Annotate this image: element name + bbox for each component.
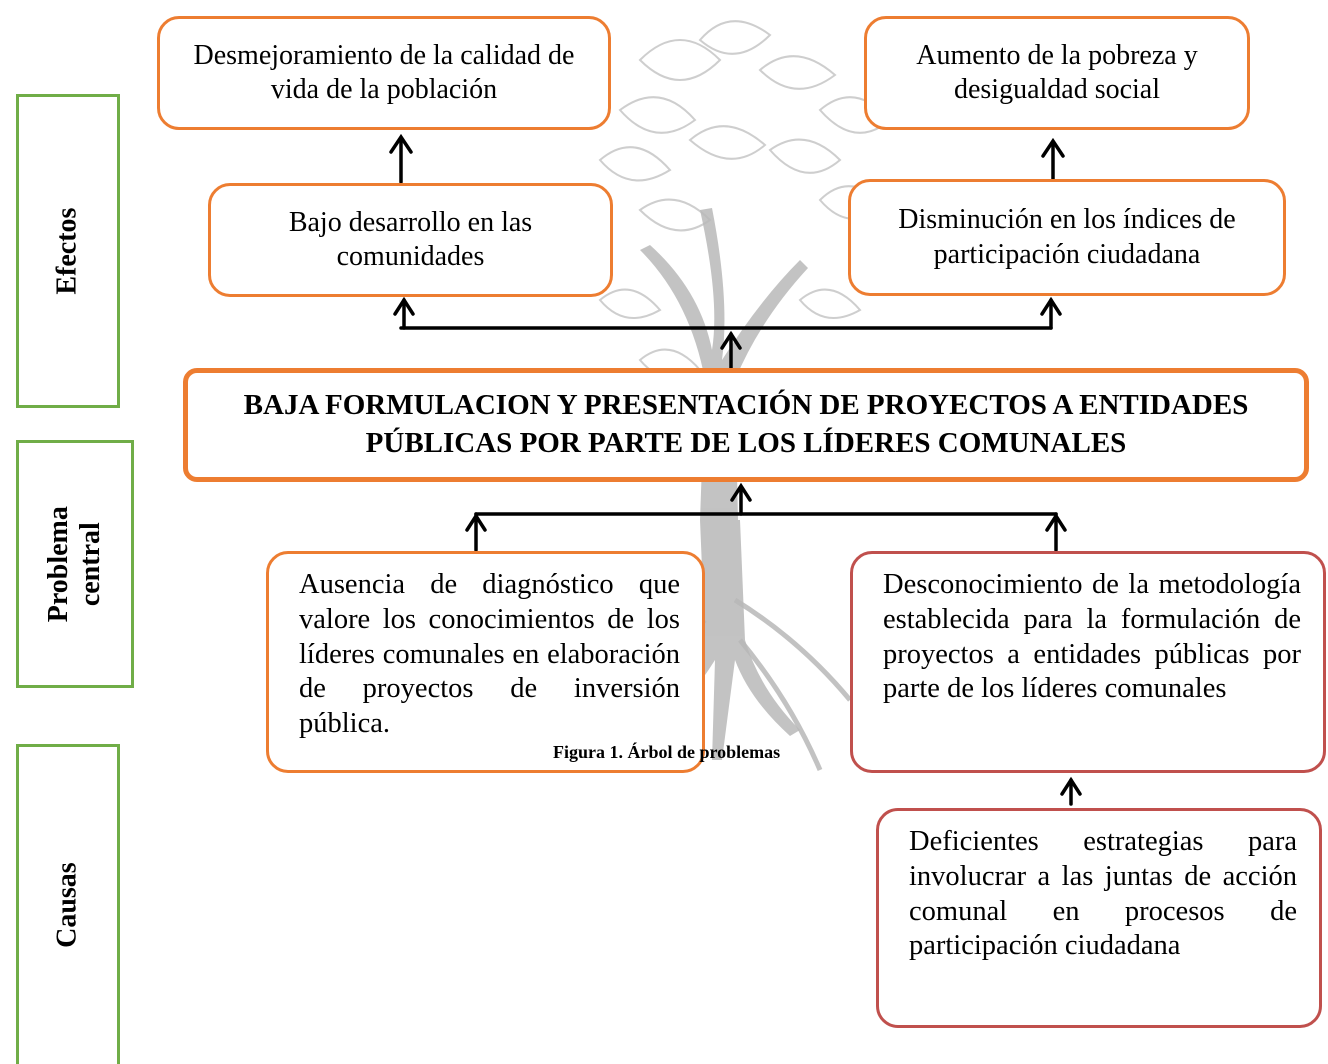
effect-top-right: Aumento de la pobreza y desigualdad soci…	[864, 16, 1250, 130]
cause-bottom-right-text: Deficientes estrategias para involucrar …	[909, 826, 1297, 962]
effect-top-right-text: Aumento de la pobreza y desigualdad soci…	[916, 39, 1198, 105]
figure-caption: Figura 1. Árbol de problemas	[553, 742, 781, 762]
central-problem-box: BAJA FORMULACION Y PRESENTACIÓN DE PROYE…	[183, 368, 1309, 482]
effect-mid-right-text: Disminución en los índices de participac…	[898, 204, 1236, 270]
causes-label-box: Causas	[16, 744, 120, 1064]
cause-right-text: Desconocimiento de la metodología establ…	[883, 569, 1301, 705]
central-problem-text: BAJA FORMULACION Y PRESENTACIÓN DE PROYE…	[243, 389, 1249, 459]
cause-right: Desconocimiento de la metodología establ…	[850, 551, 1326, 773]
effect-mid-left-text: Bajo desarrollo en las comunidades	[288, 206, 533, 272]
cause-left-text: Ausencia de diagnóstico que valore los c…	[299, 569, 680, 740]
cause-bottom-right: Deficientes estrategias para involucrar …	[876, 808, 1322, 1028]
effect-mid-right: Disminución en los índices de participac…	[848, 179, 1286, 296]
effects-label-box: Efectos	[16, 94, 120, 408]
central-problem-label-box: Problema central	[16, 440, 134, 688]
effect-top-left-text: Desmejoramiento de la calidad de vida de…	[193, 39, 575, 105]
cause-left: Ausencia de diagnóstico que valore los c…	[266, 551, 705, 773]
effect-mid-left: Bajo desarrollo en las comunidades	[208, 183, 613, 297]
effect-top-left: Desmejoramiento de la calidad de vida de…	[157, 16, 611, 130]
